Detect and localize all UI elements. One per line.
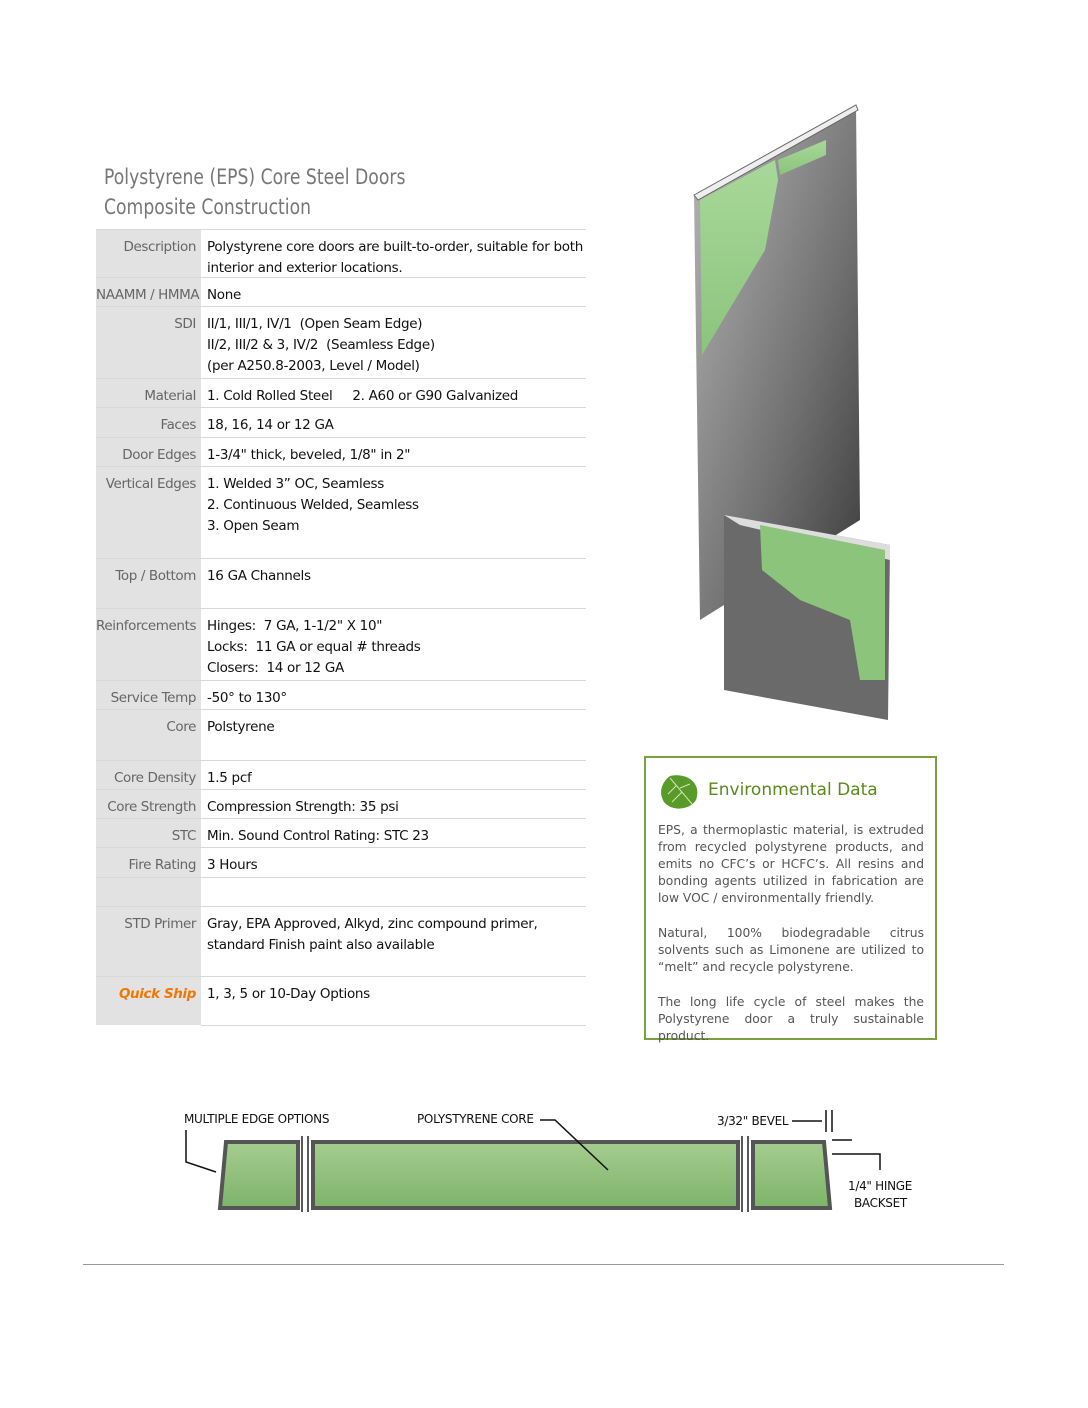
- spec-label: Material: [96, 379, 201, 407]
- spec-row: Fire Rating 3 Hours: [96, 847, 586, 877]
- spec-value: 1, 3, 5 or 10-Day Options: [201, 977, 586, 1025]
- spec-value-line: 1.5 pcf: [207, 770, 252, 786]
- spec-value: II/1, III/1, IV/1 (Open Seam Edge) II/2, …: [201, 307, 586, 378]
- spec-value-line: None: [207, 287, 242, 303]
- spec-table: Description Polystyrene core doors are bu…: [96, 229, 586, 1026]
- spec-label: Top / Bottom: [96, 559, 201, 608]
- spec-row: Quick Ship 1, 3, 5 or 10-Day Options: [96, 976, 586, 1025]
- spec-value-line: Hinges: 7 GA, 1-1/2" X 10": [207, 618, 383, 634]
- spec-row: Core Polstyrene: [96, 709, 586, 760]
- spec-row: Door Edges 1-3/4" thick, beveled, 1/8" in…: [96, 437, 586, 466]
- spec-value: 3 Hours: [201, 848, 586, 877]
- spec-label: STD Primer: [96, 907, 201, 976]
- env-paragraph-2: Natural, 100% biodegradable citrus solve…: [658, 926, 924, 974]
- spec-value-line: interior and exterior locations.: [207, 260, 403, 276]
- label-bevel: 3/32" BEVEL: [717, 1114, 789, 1128]
- environmental-data-box: Environmental Data EPS, a thermoplastic …: [644, 756, 937, 1043]
- spec-value: [201, 878, 586, 906]
- spec-row: Core Density 1.5 pcf: [96, 760, 586, 789]
- spec-value: Polystyrene core doors are built-to-orde…: [201, 230, 586, 277]
- spec-row: Top / Bottom 16 GA Channels: [96, 558, 586, 608]
- spec-label: Reinforcements: [96, 609, 201, 680]
- spec-value-line: Polystyrene core doors are built-to-orde…: [207, 239, 583, 255]
- label-edge-options: MULTIPLE EDGE OPTIONS: [184, 1112, 330, 1126]
- spec-value-line: 1, 3, 5 or 10-Day Options: [207, 986, 370, 1002]
- spec-value-line: standard Finish paint also available: [207, 937, 435, 953]
- spec-value-line: 3 Hours: [207, 857, 258, 873]
- spec-value: 1. Welded 3” OC, Seamless 2. Continuous W…: [201, 467, 586, 558]
- spec-value-line: 3. Open Seam: [207, 518, 300, 534]
- label-polystyrene-core: POLYSTYRENE CORE: [417, 1112, 534, 1126]
- env-paragraph-3: The long life cycle of steel makes the P…: [658, 995, 924, 1043]
- spec-row: Vertical Edges 1. Welded 3” OC, Seamless 2…: [96, 466, 586, 558]
- spec-value: Polstyrene: [201, 710, 586, 760]
- leaf-icon: [660, 766, 698, 809]
- spec-label: Door Edges: [96, 438, 201, 466]
- spec-label: Service Temp: [96, 681, 201, 709]
- title-line-1: Polystyrene (EPS) Core Steel Doors: [104, 165, 406, 189]
- spec-label: STC: [96, 819, 201, 847]
- spec-row: NAAMM / HMMA None: [96, 277, 586, 306]
- spec-value-line: 2. Continuous Welded, Seamless: [207, 497, 419, 513]
- spec-row: [96, 877, 586, 906]
- spec-value-line: Compression Strength: 35 psi: [207, 799, 399, 815]
- spec-row: Description Polystyrene core doors are bu…: [96, 229, 586, 277]
- spec-label: Core Strength: [96, 790, 201, 818]
- spec-label: Core: [96, 710, 201, 760]
- spec-value: Compression Strength: 35 psi: [201, 790, 586, 818]
- spec-label: Fire Rating: [96, 848, 201, 877]
- spec-value: 1-3/4" thick, beveled, 1/8" in 2": [201, 438, 586, 466]
- spec-value-line: 16 GA Channels: [207, 568, 311, 584]
- edge-section-diagram: [185, 1110, 881, 1212]
- door-illustration: [693, 104, 890, 720]
- spec-value: 1.5 pcf: [201, 761, 586, 789]
- spec-label: Description: [96, 230, 201, 277]
- spec-value-line: Polstyrene: [207, 719, 275, 735]
- spec-value: Hinges: 7 GA, 1-1/2" X 10" Locks: 11 GA o…: [201, 609, 586, 680]
- spec-value-line: 1. Cold Rolled Steel 2. A60 or G90 Galva…: [207, 388, 519, 404]
- spec-value: Min. Sound Control Rating: STC 23: [201, 819, 586, 847]
- spec-value-line: Min. Sound Control Rating: STC 23: [207, 828, 429, 844]
- spec-value-line: II/2, III/2 & 3, IV/2 (Seamless Edge): [207, 337, 435, 353]
- spec-label: Quick Ship: [96, 977, 201, 1025]
- spec-value-line: II/1, III/1, IV/1 (Open Seam Edge): [207, 316, 423, 332]
- title-line-2: Composite Construction: [104, 195, 312, 219]
- spec-row: STD Primer Gray, EPA Approved, Alkyd, zin…: [96, 906, 586, 976]
- spec-row: Service Temp -50° to 130°: [96, 680, 586, 709]
- spec-label: Core Density: [96, 761, 201, 789]
- spec-value-line: Closers: 14 or 12 GA: [207, 660, 344, 676]
- spec-row: STC Min. Sound Control Rating: STC 23: [96, 818, 586, 847]
- spec-label: [96, 878, 201, 906]
- label-backset: BACKSET: [854, 1196, 907, 1210]
- spec-row: Faces 18, 16, 14 or 12 GA: [96, 407, 586, 437]
- spec-value: None: [201, 278, 586, 306]
- spec-value-line: 1-3/4" thick, beveled, 1/8" in 2": [207, 447, 411, 463]
- spec-value: 16 GA Channels: [201, 559, 586, 608]
- spec-value-line: 1. Welded 3” OC, Seamless: [207, 476, 384, 492]
- spec-value: Gray, EPA Approved, Alkyd, zinc compound…: [201, 907, 586, 976]
- env-paragraph-1: EPS, a thermoplastic material, is extrud…: [658, 823, 924, 905]
- spec-label: Faces: [96, 408, 201, 437]
- spec-value-line: Gray, EPA Approved, Alkyd, zinc compound…: [207, 916, 538, 932]
- spec-value: 18, 16, 14 or 12 GA: [201, 408, 586, 437]
- spec-label: Vertical Edges: [96, 467, 201, 558]
- spec-value-line: 18, 16, 14 or 12 GA: [207, 417, 334, 433]
- spec-row: Core Strength Compression Strength: 35 ps…: [96, 789, 586, 818]
- spec-value: 1. Cold Rolled Steel 2. A60 or G90 Galva…: [201, 379, 586, 407]
- spec-value-line: Locks: 11 GA or equal # threads: [207, 639, 421, 655]
- footer-divider: [83, 1264, 1004, 1265]
- table-bottom-rule: [201, 1025, 586, 1026]
- spec-label: SDI: [96, 307, 201, 378]
- spec-row: Material 1. Cold Rolled Steel 2. A60 or G…: [96, 378, 586, 407]
- spec-value-line: (per A250.8-2003, Level / Model): [207, 358, 420, 374]
- spec-label: NAAMM / HMMA: [96, 278, 201, 306]
- spec-value-line: -50° to 130°: [207, 690, 287, 706]
- environmental-data-title: Environmental Data: [708, 780, 878, 800]
- label-hinge: 1/4" HINGE: [848, 1179, 913, 1193]
- spec-value: -50° to 130°: [201, 681, 586, 709]
